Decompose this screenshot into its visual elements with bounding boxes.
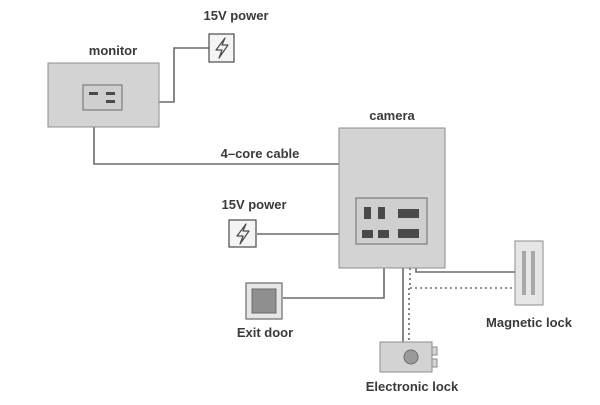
exit-door-label: Exit door xyxy=(237,325,293,340)
magnetic-lock: Magnetic lock xyxy=(486,240,573,330)
camera-terminal-1 xyxy=(364,207,371,219)
camera-terminal-6 xyxy=(398,229,419,238)
power-top-label: 15V power xyxy=(203,8,268,23)
camera-terminal-5 xyxy=(378,230,389,238)
electronic-lock-label: Electronic lock xyxy=(366,379,459,394)
electronic-lock: Electronic lock xyxy=(366,341,459,394)
exit-door-button: Exit door xyxy=(237,282,293,340)
monitor-terminal-2 xyxy=(106,92,115,95)
power-supply-top: 15V power xyxy=(203,8,269,63)
monitor: monitor xyxy=(47,43,160,128)
power-supply-mid: 15V power xyxy=(221,197,287,248)
camera-terminal-4 xyxy=(362,230,373,238)
electronic-lock-bolt xyxy=(403,349,419,365)
camera-terminal-3 xyxy=(398,209,419,218)
lightning-bolt-icon xyxy=(236,223,250,245)
lightning-bolt-icon xyxy=(215,37,229,59)
camera: camera xyxy=(338,108,446,269)
cable-label: 4–core cable xyxy=(221,146,300,161)
monitor-terminal-3 xyxy=(106,100,115,103)
monitor-terminal-block xyxy=(82,84,123,111)
monitor-label: monitor xyxy=(89,43,137,58)
camera-label: camera xyxy=(369,108,415,123)
camera-terminal-2 xyxy=(378,207,385,219)
power-mid-label: 15V power xyxy=(221,197,286,212)
magnetic-lock-label: Magnetic lock xyxy=(486,315,573,330)
monitor-terminal-1 xyxy=(89,92,98,95)
